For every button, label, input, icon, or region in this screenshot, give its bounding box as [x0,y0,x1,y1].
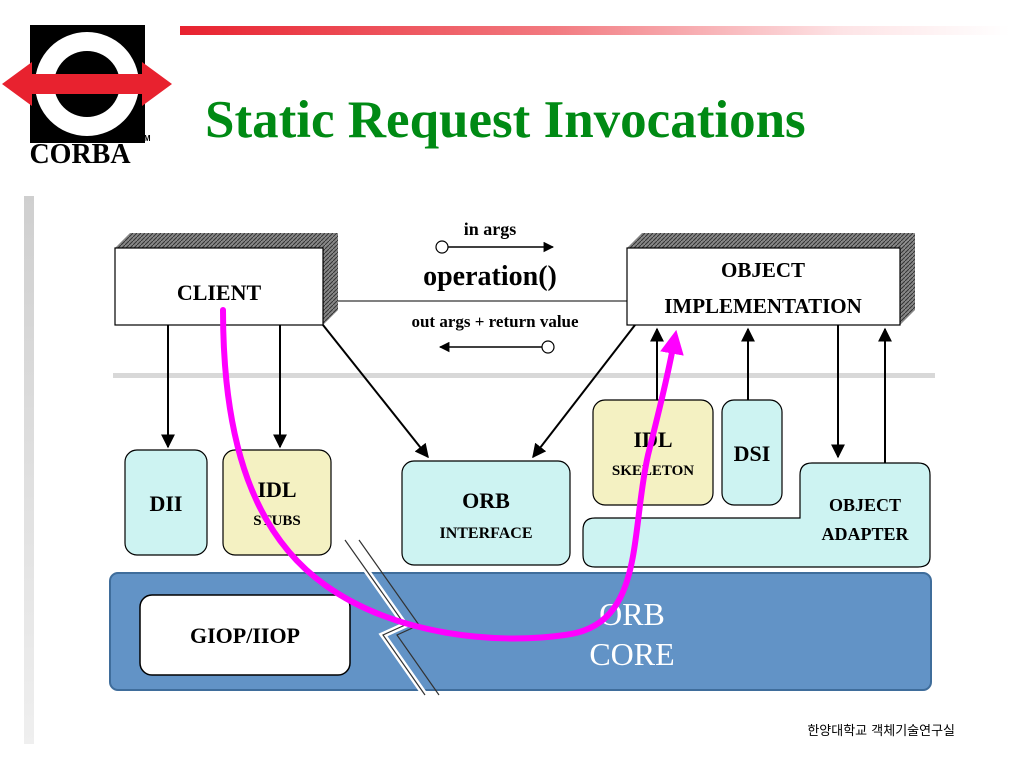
in-args-origin [435,240,449,254]
dsi-label: DSI [734,441,771,466]
orb-interface-label-1: ORB [462,488,510,513]
client-label: CLIENT [177,280,262,305]
footer-lab-name: 한양대학교 객체기술연구실 [807,724,955,739]
idl-skeleton-box [592,399,714,506]
logo-trademark: TM [139,134,151,143]
object-impl-box-top [627,233,915,248]
orb-interface-label-2: INTERFACE [439,525,532,542]
orb-interface-box [401,460,571,566]
idl-stubs-label-1: IDL [257,477,296,502]
idl-stubs-box [222,449,332,556]
client-box-side [323,233,338,325]
client-to-orb-interface-arrow [322,324,429,459]
slide-title: Static Request Invocations [205,91,806,149]
orb-core-label-2: CORE [589,636,674,672]
impl-to-orb-interface-arrow [532,324,636,459]
object-impl-box [626,247,901,326]
static-invocation-path [220,307,684,642]
separator-line [113,373,935,378]
dii-label: DII [149,491,182,516]
break-line-outline [344,539,426,696]
idl-stubs-label-2: STUBS [253,513,301,529]
dii-box [124,449,208,556]
object-adapter-box [582,462,931,568]
header-accent-bar [180,26,1010,35]
in-args-label: in args [464,219,517,239]
object-adapter-label-2: ADAPTER [821,524,909,544]
giop-box [139,594,351,676]
idl-skeleton-label-2: SKELETON [612,463,694,479]
giop-label: GIOP/IIOP [190,623,300,648]
break-line-outline-2 [358,539,440,696]
object-impl-box-side [900,233,915,325]
corba-logo-graphic [2,25,172,143]
object-impl-label-1: OBJECT [721,258,805,282]
out-args-label: out args + return value [411,312,579,331]
operation-label: operation() [423,261,557,292]
client-box [114,247,324,326]
client-box-top [115,233,338,248]
out-args-origin [541,340,555,354]
left-accent-bar [24,196,34,744]
object-adapter-label-1: OBJECT [829,495,901,515]
dsi-box [721,399,783,506]
logo-text: CORBA [29,139,131,170]
corba-diagram: ORB CORE GIOP/IIOP DII IDL STUBS ORB INT… [105,205,945,705]
object-impl-label-2: IMPLEMENTATION [664,294,862,318]
corba-logo [0,20,175,180]
